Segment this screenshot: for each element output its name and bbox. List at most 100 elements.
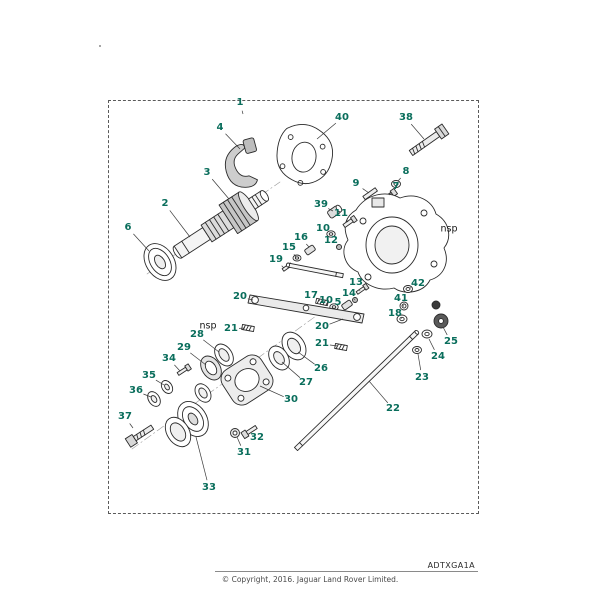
callout-11[interactable]: 11 — [334, 208, 348, 219]
copyright-text: © Copyright, 2016. Jaguar Land Rover Lim… — [221, 575, 399, 584]
callout-21[interactable]: 21 — [224, 323, 238, 334]
part-mainshaft-gear-2-3 — [172, 190, 269, 259]
callout-20[interactable]: 20 — [233, 291, 247, 302]
callout-14[interactable]: 14 — [342, 288, 356, 299]
leader-line-36 — [143, 393, 152, 398]
part-plug-39 — [327, 204, 343, 219]
callout-13[interactable]: 13 — [349, 277, 363, 288]
callout-1[interactable]: 1 — [236, 97, 244, 108]
part-washer-8 — [391, 180, 401, 188]
leader-line-1 — [241, 110, 244, 115]
leader-line-28 — [203, 339, 220, 353]
callout-15[interactable]: 15 — [282, 242, 296, 253]
callout-12[interactable]: 12 — [324, 235, 338, 246]
callout-36[interactable]: 36 — [129, 385, 143, 396]
part-selector-rod — [285, 262, 344, 279]
callout-16[interactable]: 16 — [294, 232, 308, 243]
part-circlip-41 — [399, 301, 409, 311]
callout-9[interactable]: 9 — [352, 178, 360, 189]
callout-26[interactable]: 26 — [314, 363, 328, 374]
leader-line-9 — [362, 188, 370, 194]
part-washer-42 — [403, 285, 413, 293]
part-washer-24 — [421, 329, 433, 339]
callout-25[interactable]: 25 — [444, 336, 458, 347]
part-washer-36 — [147, 391, 161, 407]
callout-5[interactable]: 5 — [334, 297, 342, 308]
leader-line-35 — [155, 379, 165, 386]
callout-4[interactable]: 4 — [216, 122, 224, 133]
leader-line-3 — [211, 178, 230, 200]
leader-line-20 — [247, 298, 254, 301]
leader-line-19 — [281, 265, 285, 269]
callout-21[interactable]: 21 — [315, 338, 329, 349]
callout-7[interactable]: 7 — [392, 181, 400, 192]
callout-35[interactable]: 35 — [142, 370, 156, 381]
callout-10[interactable]: 10 — [316, 223, 330, 234]
leader-line-26 — [297, 351, 315, 365]
part-bolt-34 — [176, 363, 192, 376]
callout-8[interactable]: 8 — [402, 166, 410, 177]
leader-line-34 — [174, 364, 181, 372]
callout-38[interactable]: 38 — [399, 112, 413, 123]
callout-37[interactable]: 37 — [118, 411, 132, 422]
leader-line-41 — [402, 304, 404, 307]
callout-20[interactable]: 20 — [315, 321, 329, 332]
callout-39[interactable]: 39 — [314, 199, 328, 210]
callout-6[interactable]: 6 — [124, 222, 132, 233]
diagram-code: ADTXGA1A — [427, 561, 475, 570]
callout-2[interactable]: 2 — [161, 198, 169, 209]
callout-34[interactable]: 34 — [162, 353, 176, 364]
part-washer-15 — [292, 254, 302, 262]
leader-line-29 — [190, 352, 207, 366]
part-seal-ring — [194, 383, 212, 403]
leader-line-2 — [169, 210, 191, 238]
leader-line-30 — [259, 385, 284, 398]
callout-10[interactable]: 10 — [319, 295, 333, 306]
callout-32[interactable]: 32 — [250, 432, 264, 443]
leader-line-7 — [388, 192, 391, 196]
callout-19[interactable]: 19 — [269, 254, 283, 265]
callout-3[interactable]: 3 — [203, 167, 211, 178]
part-washer-10a — [326, 230, 336, 238]
part-ball-14 — [352, 297, 358, 303]
callout-42[interactable]: 42 — [411, 278, 425, 289]
callout-24[interactable]: 24 — [431, 351, 445, 362]
leader-line-11 — [346, 219, 349, 223]
part-race-33 — [164, 416, 192, 448]
leader-line-38 — [410, 123, 425, 140]
callout-29[interactable]: 29 — [177, 342, 191, 353]
part-stud-9 — [362, 187, 378, 201]
leader-line-6 — [133, 233, 150, 252]
callout-41[interactable]: 41 — [394, 293, 408, 304]
part-bolt-32 — [240, 425, 258, 440]
part-housing-nsp — [343, 193, 450, 293]
nsp-label: nsp — [199, 320, 217, 332]
part-plug-5 — [341, 299, 353, 311]
callout-18[interactable]: 18 — [388, 308, 402, 319]
callout-23[interactable]: 23 — [415, 372, 429, 383]
leader-lines — [129, 110, 448, 481]
callout-27[interactable]: 27 — [299, 377, 313, 388]
callout-22[interactable]: 22 — [386, 403, 400, 414]
footer-divider — [215, 571, 478, 572]
callout-28[interactable]: 28 — [190, 329, 204, 340]
part-bolt-11 — [342, 215, 358, 228]
part-washer-23 — [412, 346, 422, 354]
leader-line-33 — [195, 436, 208, 481]
callout-40[interactable]: 40 — [335, 112, 349, 123]
part-shim-28 — [214, 343, 234, 367]
part-grommet-25 — [433, 313, 449, 329]
leader-line-21 — [329, 344, 339, 347]
part-selector-fork-4 — [224, 137, 258, 188]
leader-line-23 — [417, 353, 422, 371]
callout-31[interactable]: 31 — [237, 447, 251, 458]
callout-17[interactable]: 17 — [304, 290, 318, 301]
part-bolt-37 — [124, 424, 155, 448]
leader-line-20 — [329, 318, 344, 325]
part-bearing-6 — [143, 243, 177, 281]
callout-33[interactable]: 33 — [202, 482, 216, 493]
leader-line-37 — [129, 423, 134, 429]
part-plug-dark — [431, 300, 441, 310]
callout-30[interactable]: 30 — [284, 394, 298, 405]
